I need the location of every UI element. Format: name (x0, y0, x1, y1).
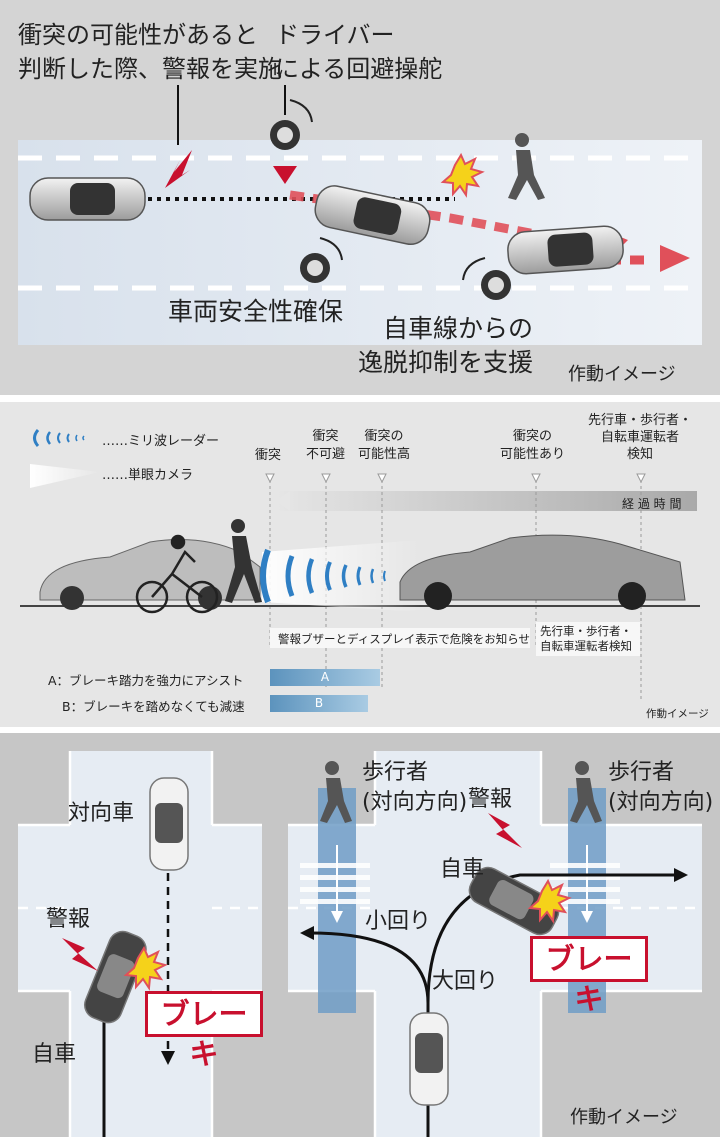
elapsed-time-label: 経 過 時 間 (622, 495, 681, 512)
warning-label-right: 警報 (468, 781, 512, 813)
row-b-label: B：ブレーキを踏めなくても減速 (62, 696, 245, 715)
marker-high-possibility: 衝突の可能性高 (358, 428, 410, 464)
marker-detection: 先行車・歩行者・自転車運転者検知 (588, 412, 692, 463)
oncoming-car (150, 778, 188, 870)
row-a-label: A：ブレーキ踏力を強力にアシスト (48, 670, 244, 689)
pedestrian-label-2: 歩行者(対向方向) (608, 758, 713, 818)
brake-label-right: ブレーキ (530, 936, 648, 982)
own-car (30, 178, 145, 220)
own-car-label-right: 自車 (440, 851, 484, 883)
footnote: 作動イメージ (646, 706, 709, 721)
radar-wave-icon (35, 430, 85, 446)
own-car-right (410, 1013, 448, 1105)
recovered-car (507, 225, 625, 275)
warning-caption: 衝突の可能性があると判断した際、警報を実施 (18, 18, 282, 86)
brake-label-left: ブレーキ (145, 991, 263, 1037)
wide-turn-label: 大回り (432, 963, 498, 995)
left-intersection (18, 751, 262, 1137)
small-turn-label: 小回り (365, 903, 431, 935)
legend-camera: ……単眼カメラ (102, 464, 193, 483)
lane-departure-caption: 自車線からの逸脱抑制を支援 (358, 312, 533, 380)
footnote: 作動イメージ (570, 1103, 678, 1129)
row-a-bar-label: A (270, 669, 380, 686)
camera-beam-icon (30, 464, 100, 488)
panel-steering-assist: 衝突の可能性があると判断した際、警報を実施 ドライバーによる回避操舵 車両安全性… (0, 0, 720, 395)
marker-collision: 衝突 (255, 444, 281, 463)
panel-pre-collision: ……ミリ波レーダー ……単眼カメラ 衝突 衝突不可避 衝突の可能性高 衝突の可能… (0, 402, 720, 727)
row-b-bar-label: B (270, 695, 368, 712)
marker-unavoidable: 衝突不可避 (306, 428, 345, 464)
stability-caption: 車両安全性確保 (168, 292, 343, 328)
legend-radar: ……ミリ波レーダー (102, 430, 219, 449)
oncoming-car-label: 対向車 (68, 795, 134, 827)
footnote: 作動イメージ (568, 360, 676, 386)
own-car-label-left: 自車 (32, 1036, 76, 1068)
warning-label-left: 警報 (46, 901, 90, 933)
pedestrian-label-1: 歩行者(対向方向) (362, 758, 467, 818)
own-car (400, 535, 685, 610)
warning-bar-text: 警報ブザーとディスプレイ表示で危険をお知らせ (278, 631, 530, 647)
panel-intersection: 対向車 警報 ブレーキ 自車 歩行者(対向方向) 警報 歩行者(対向方向) 自車… (0, 733, 720, 1137)
marker-possibility: 衝突の可能性あり (500, 428, 565, 464)
steering-caption: ドライバーによる回避操舵 (275, 18, 442, 86)
detect-bar-text: 先行車・歩行者・自転車運転者検知 (540, 624, 632, 654)
